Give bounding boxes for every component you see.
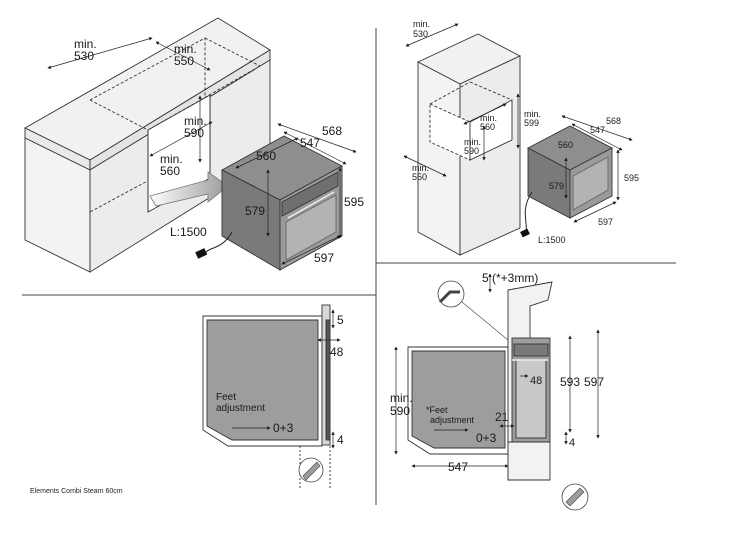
plug-icon [195,248,208,259]
col-height-min: min. [524,109,541,119]
height-value: 590 [184,126,204,140]
left-gap-top: 5 [337,313,344,327]
col-width-min: min. [412,163,429,173]
right-gap: 21 [495,410,509,424]
width-min-label: min. [174,42,197,56]
plug-icon [520,228,530,238]
right-feet-label-1: *Feet [426,405,448,415]
dims-column [403,23,633,223]
model-caption: Elements Combi Steam 60cm [30,488,123,495]
panel-dividers [22,28,676,505]
oven-height: 595 [344,195,364,209]
labels-side-right: 5 (*+3mm) 48 min. 590 *Feet adjustment 0… [390,271,604,474]
right-feet-label-2: adjustment [430,415,475,425]
niche-min-label: min. [160,152,183,166]
col-cable: L:1500 [538,235,566,245]
oven-depth-body: 547 [300,136,320,150]
cable-length: L:1500 [170,225,207,239]
col-oven-depth-body: 547 [590,125,605,135]
oven-height-body: 579 [245,204,265,218]
right-gap-top: 5 (*+3mm) [482,271,538,285]
col-depth-min: min. [413,19,430,29]
col-width: 550 [412,172,427,182]
oven-width: 597 [314,251,334,265]
detail-circle-right-bottom [561,483,589,511]
dims-side-left [232,309,341,449]
col-height: 599 [524,118,539,128]
detail-circle-left [298,457,324,483]
labels-column: min. 530 min. 599 min. 560 min. 590 min.… [412,19,639,245]
height-min-label: min. [184,114,207,128]
right-feet-range: 0+3 [476,431,497,445]
col-oven-depth-total: 568 [606,116,621,126]
oven-width-top: 560 [256,149,276,163]
left-feet-range: 0+3 [273,421,294,435]
leader-line [461,301,509,341]
depth-min-label: min. [74,37,97,51]
right-min-height: 590 [390,404,410,418]
oven-depth-total: 568 [322,124,342,138]
col-oven-height: 595 [624,173,639,183]
right-gap-bottom: 4 [569,437,575,449]
col-oven-width: 597 [598,217,613,227]
left-gap-bottom: 4 [337,433,344,447]
panel-side-right [407,281,553,481]
right-height-inner: 593 [560,375,580,389]
right-height: 597 [584,375,604,389]
col-oven-width-top: 560 [558,140,573,150]
dims-side-right [394,273,600,468]
col-oven-height-body: 579 [549,181,564,191]
insert-arrow [149,171,229,207]
dims-cabinet [47,37,357,265]
niche-value: 560 [160,164,180,178]
right-door: 48 [530,375,542,387]
detail-circle-right-top [437,280,465,308]
col-height2-min: min. [464,137,481,147]
col-niche: 560 [480,122,495,132]
col-niche-min: min. [480,113,497,123]
left-door: 48 [330,345,344,359]
right-depth: 547 [448,460,468,474]
width-value: 550 [174,54,194,68]
col-height2: 590 [464,146,479,156]
left-feet-label-1: Feet [216,392,236,403]
right-min-label: min. [390,391,413,405]
labels-cabinet: min. 530 min. 550 min. 590 min. 560 568 … [74,37,364,265]
labels-side-left: 5 48 Feet adjustment 0+3 4 [216,313,344,447]
left-feet-label-2: adjustment [216,403,265,414]
depth-value: 530 [74,49,94,63]
col-depth: 530 [413,29,428,39]
panel-side-left [202,304,331,488]
